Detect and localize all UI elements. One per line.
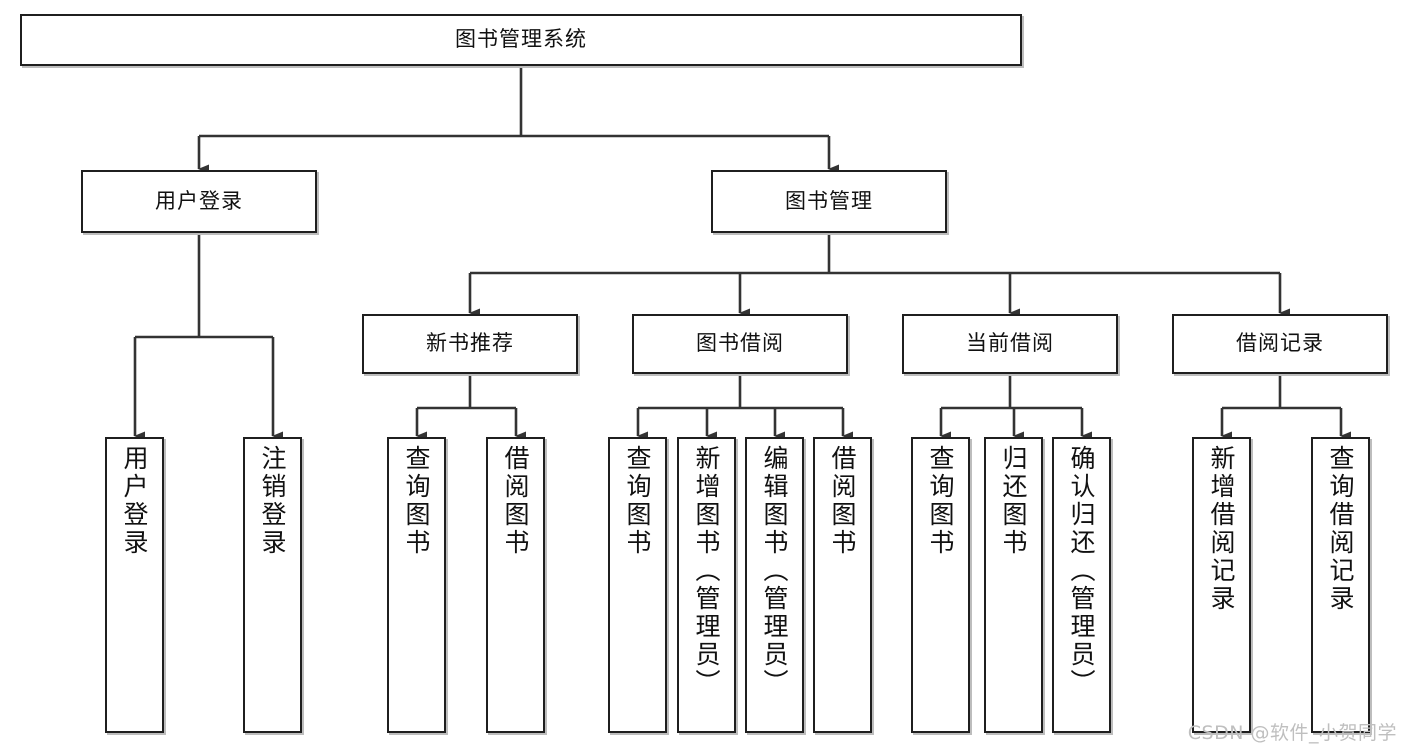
node-new-book-recommend-label: 新书推荐 [426, 331, 514, 356]
node-leaf-query-borrow-record[interactable]: 查询借阅记录 [1311, 437, 1370, 733]
node-root-label: 图书管理系统 [455, 27, 587, 52]
node-leaf-confirm-return-admin-label: 确认归还（管理员） [1067, 445, 1096, 697]
node-leaf-add-book-admin[interactable]: 新增图书（管理员） [677, 437, 736, 733]
node-new-book-recommend[interactable]: 新书推荐 [362, 314, 578, 374]
node-leaf-query-book-1-label: 查询图书 [402, 445, 431, 557]
node-leaf-user-logout[interactable]: 注销登录 [243, 437, 302, 733]
node-user-login[interactable]: 用户登录 [81, 170, 317, 233]
node-leaf-query-book-3-label: 查询图书 [926, 445, 955, 557]
node-current-borrow[interactable]: 当前借阅 [902, 314, 1118, 374]
node-leaf-query-book-3[interactable]: 查询图书 [911, 437, 970, 733]
node-leaf-add-borrow-record-label: 新增借阅记录 [1207, 445, 1236, 613]
node-book-borrow-label: 图书借阅 [696, 331, 784, 356]
node-leaf-return-book[interactable]: 归还图书 [984, 437, 1043, 733]
node-leaf-query-borrow-record-label: 查询借阅记录 [1326, 445, 1355, 613]
node-borrow-record[interactable]: 借阅记录 [1172, 314, 1388, 374]
node-leaf-edit-book-admin-label: 编辑图书（管理员） [760, 445, 789, 697]
node-current-borrow-label: 当前借阅 [966, 331, 1054, 356]
node-leaf-edit-book-admin[interactable]: 编辑图书（管理员） [745, 437, 804, 733]
node-leaf-borrow-book-1[interactable]: 借阅图书 [486, 437, 545, 733]
node-leaf-add-borrow-record[interactable]: 新增借阅记录 [1192, 437, 1251, 733]
node-leaf-borrow-book-2-label: 借阅图书 [828, 445, 857, 557]
node-leaf-query-book-2[interactable]: 查询图书 [608, 437, 667, 733]
node-leaf-user-logout-label: 注销登录 [258, 445, 287, 557]
node-book-manage-label: 图书管理 [785, 188, 873, 213]
node-root[interactable]: 图书管理系统 [20, 14, 1022, 66]
node-leaf-add-book-admin-label: 新增图书（管理员） [692, 445, 721, 697]
node-user-login-label: 用户登录 [155, 188, 243, 213]
node-borrow-record-label: 借阅记录 [1236, 331, 1324, 356]
node-leaf-query-book-2-label: 查询图书 [623, 445, 652, 557]
node-book-manage[interactable]: 图书管理 [711, 170, 947, 233]
node-book-borrow[interactable]: 图书借阅 [632, 314, 848, 374]
node-leaf-user-login[interactable]: 用户登录 [105, 437, 164, 733]
node-leaf-user-login-label: 用户登录 [120, 445, 149, 557]
node-leaf-borrow-book-2[interactable]: 借阅图书 [813, 437, 872, 733]
node-leaf-borrow-book-1-label: 借阅图书 [501, 445, 530, 557]
node-leaf-return-book-label: 归还图书 [999, 445, 1028, 557]
node-leaf-query-book-1[interactable]: 查询图书 [387, 437, 446, 733]
node-leaf-confirm-return-admin[interactable]: 确认归还（管理员） [1052, 437, 1111, 733]
